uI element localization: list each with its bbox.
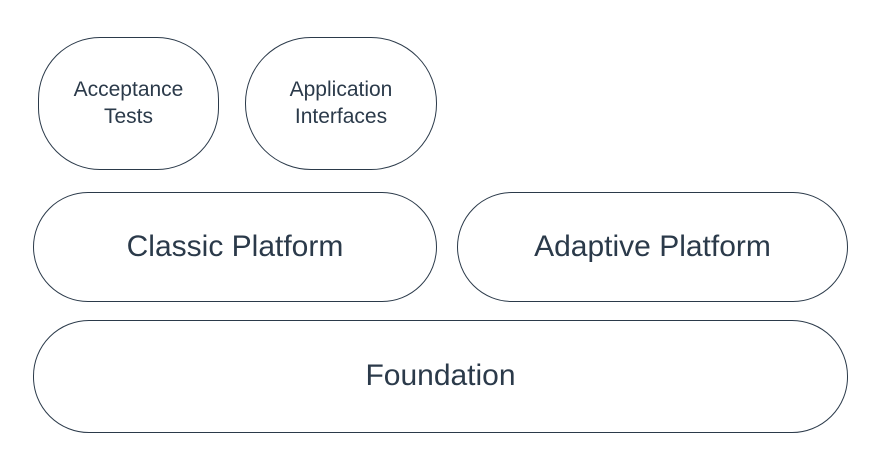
node-label-classic-platform: Classic Platform [126, 229, 344, 263]
node-adaptive-platform[interactable]: Adaptive Platform [457, 192, 848, 302]
node-classic-platform[interactable]: Classic Platform [33, 192, 437, 302]
node-label-acceptance-tests: Acceptance Tests [73, 77, 184, 128]
node-label-adaptive-platform: Adaptive Platform [534, 229, 771, 263]
node-label-foundation: Foundation [365, 359, 516, 393]
node-acceptance-tests[interactable]: Acceptance Tests [38, 37, 219, 170]
node-foundation[interactable]: Foundation [33, 320, 848, 433]
node-application-interfaces[interactable]: Application Interfaces [245, 37, 437, 170]
node-label-application-interfaces: Application Interfaces [289, 77, 393, 128]
